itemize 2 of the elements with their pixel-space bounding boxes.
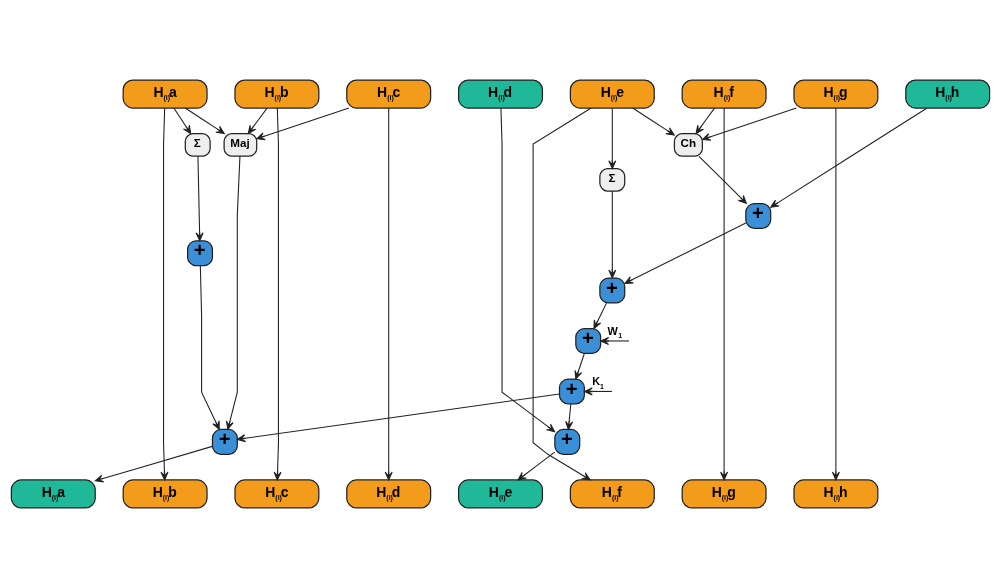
edge-label: W$_{1}$ [607,324,623,340]
edge-label: K$_{1}$ [592,375,605,390]
